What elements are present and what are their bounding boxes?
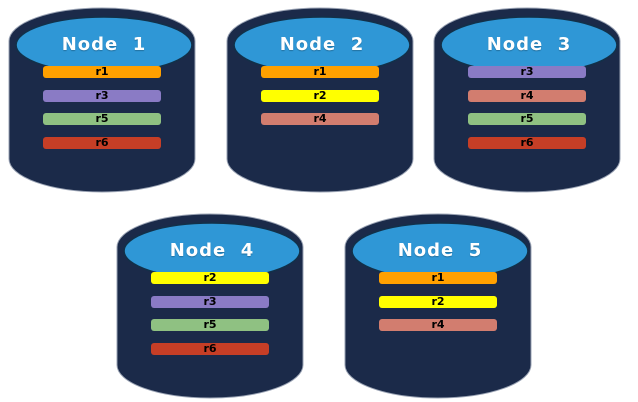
replica-bar-r6: r6 bbox=[151, 342, 269, 355]
replica-bar-r1: r1 bbox=[379, 272, 497, 284]
replica-list: r1 r2 r4 bbox=[379, 272, 497, 331]
replica-bar-r1: r1 bbox=[261, 66, 379, 78]
replica-list: r3 r4 r5 r6 bbox=[468, 66, 586, 149]
replica-list: r1 r2 r4 bbox=[261, 66, 379, 125]
replica-bar-r5: r5 bbox=[151, 319, 269, 331]
replica-bar-r2: r2 bbox=[261, 89, 379, 102]
replica-list: r2 r3 r5 r6 bbox=[151, 272, 269, 355]
replica-bar-r3: r3 bbox=[151, 295, 269, 308]
replica-bar-r6: r6 bbox=[468, 136, 586, 149]
replica-list: r1 r3 r5 r6 bbox=[43, 66, 161, 149]
node-title: Node 4 bbox=[169, 239, 255, 261]
node-title: Node 1 bbox=[61, 33, 147, 55]
replica-bar-r2: r2 bbox=[379, 295, 497, 308]
replica-bar-r3: r3 bbox=[43, 89, 161, 102]
replica-bar-r4: r4 bbox=[261, 113, 379, 125]
node-title: Node 2 bbox=[279, 33, 365, 55]
node-5-cylinder: Node 5 r1 r2 r4 bbox=[344, 213, 532, 399]
replica-bar-r2: r2 bbox=[151, 272, 269, 284]
replica-bar-r3: r3 bbox=[468, 66, 586, 78]
replica-bar-r6: r6 bbox=[43, 136, 161, 149]
node-2-cylinder: Node 2 r1 r2 r4 bbox=[226, 7, 414, 193]
node-3-cylinder: Node 3 r3 r4 r5 r6 bbox=[433, 7, 621, 193]
replica-bar-r4: r4 bbox=[379, 319, 497, 331]
replica-bar-r4: r4 bbox=[468, 89, 586, 102]
node-1-cylinder: Node 1 r1 r3 r5 r6 bbox=[8, 7, 196, 193]
node-title: Node 3 bbox=[486, 33, 572, 55]
replica-bar-r5: r5 bbox=[468, 113, 586, 125]
replica-bar-r1: r1 bbox=[43, 66, 161, 78]
node-title: Node 5 bbox=[397, 239, 483, 261]
node-4-cylinder: Node 4 r2 r3 r5 r6 bbox=[116, 213, 304, 399]
replica-bar-r5: r5 bbox=[43, 113, 161, 125]
